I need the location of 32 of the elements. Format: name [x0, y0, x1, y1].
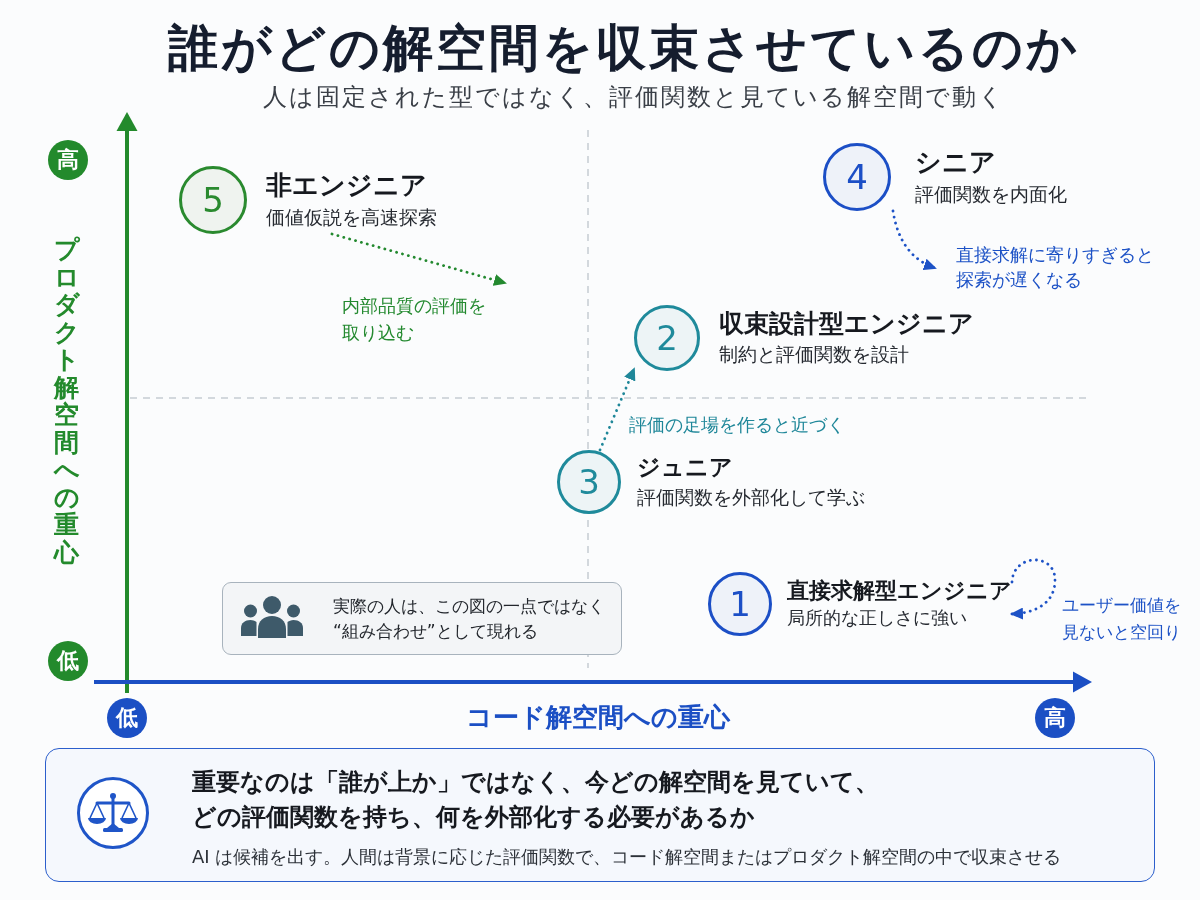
- dotted-arrow: [598, 367, 636, 452]
- dotted-arrow: [330, 232, 507, 286]
- summary-box: [45, 748, 1155, 882]
- note-text: 実際の人は、この図の一点ではなく“組み合わせ”として現れる: [333, 595, 606, 643]
- x-axis-label: コード解空間への重心: [466, 701, 730, 734]
- axis-level-badge: 低: [107, 698, 147, 738]
- persona-title: 収束設計型エンジニア: [719, 307, 974, 340]
- number-badge: 3: [557, 450, 621, 514]
- persona-title: 直接求解型エンジニア: [787, 576, 1012, 605]
- number-badge: 5: [179, 166, 247, 234]
- axis-level-badge: 低: [48, 641, 88, 681]
- title: 誰がどの解空間を収束させているのか: [168, 18, 1080, 78]
- persona-description: 評価関数を内面化: [915, 182, 1067, 208]
- persona-description: 制約と評価関数を設計: [719, 342, 910, 368]
- persona-title: 非エンジニア: [266, 169, 428, 203]
- persona-description: 評価関数を外部化して学ぶ: [637, 485, 865, 511]
- number-badge: 4: [823, 143, 891, 211]
- summary-text: AI は候補を出す。人間は背景に応じた評価関数で、コード解空間またはプロダクト解空間の中で収束させる: [192, 845, 1062, 869]
- persona-title: シニア: [915, 146, 997, 180]
- axis-level-badge: 高: [1035, 698, 1075, 738]
- persona-description: 価値仮説を高速探索: [266, 205, 437, 231]
- number-badge: 2: [634, 305, 700, 371]
- subtitle: 人は固定された型ではなく、評価関数と見ている解空間で動く: [263, 82, 1005, 113]
- dotted-arrow: [891, 209, 937, 270]
- number-badge: 1: [708, 572, 772, 636]
- loop-arrow: [1010, 558, 1057, 620]
- persona-description: 局所的な正しさに強い: [787, 607, 968, 631]
- summary-heading: 重要なのは「誰が上か」ではなく、今どの解空間を見ていて、どの評価関数を持ち、何を外部化する必要があるか: [192, 767, 880, 833]
- y-axis-label: プロダクト解空間への重心: [54, 236, 79, 566]
- note-box: [222, 582, 622, 655]
- persona-title: ジュニア: [637, 453, 734, 483]
- axis-level-badge: 高: [48, 140, 88, 180]
